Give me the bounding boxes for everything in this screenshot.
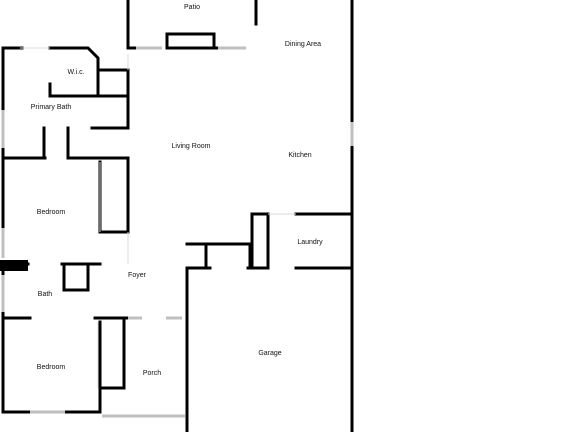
room-label-kitchen: Kitchen <box>288 152 311 159</box>
laundry-wall <box>250 212 354 270</box>
primary-bath-inner <box>42 126 130 160</box>
door-openings <box>20 47 296 388</box>
room-label-bedroom-2: Bedroom <box>37 364 66 371</box>
closet-wall <box>100 318 126 390</box>
room-label-bedroom-1: Bedroom <box>37 209 66 216</box>
wic-wall <box>48 46 100 98</box>
bath-inner <box>62 262 90 292</box>
fireplace <box>165 32 216 50</box>
wic-right-wall <box>96 68 130 98</box>
room-label-living-room: Living Room <box>172 143 211 150</box>
chimney-block <box>0 260 28 271</box>
room-label-laundry: Laundry <box>297 239 323 246</box>
room-label-dining-area: Dining Area <box>285 41 321 48</box>
room-label-porch: Porch <box>143 370 161 377</box>
bedroom1-right-wall <box>98 156 130 234</box>
room-label-primary-bath: Primary Bath <box>31 104 72 111</box>
room-label-garage: Garage <box>258 350 281 357</box>
pantry-wall <box>185 242 252 270</box>
room-label-patio: Patio <box>184 4 200 11</box>
room-label-foyer: Foyer <box>128 272 147 279</box>
room-label-bath: Bath <box>38 291 53 298</box>
windows <box>1 46 354 418</box>
room-label-wic: W.i.c. <box>67 69 84 76</box>
